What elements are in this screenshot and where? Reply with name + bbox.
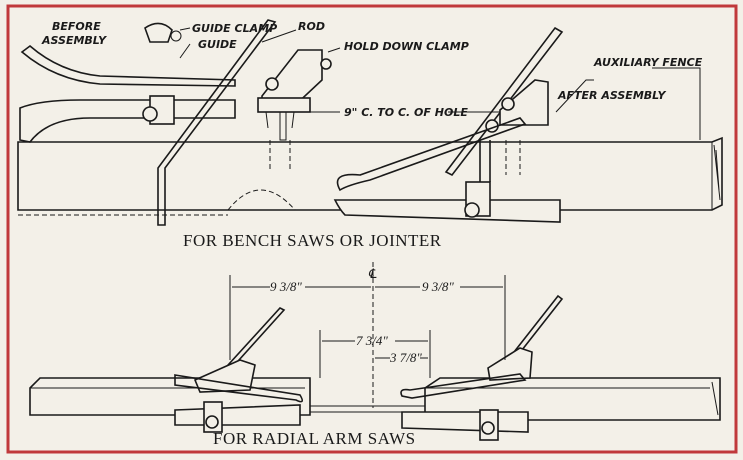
- dimension-lines: [229, 262, 506, 408]
- dim-right-outer: 9 3/8": [422, 279, 454, 294]
- red-border: [6, 4, 738, 454]
- label-assembly: ASSEMBLY: [41, 34, 107, 47]
- label-after-assembly: AFTER ASSEMBLY: [557, 89, 666, 102]
- caption-radial-arm-saws: FOR RADIAL ARM SAWS: [213, 429, 416, 448]
- leader-lines: [179, 27, 701, 140]
- guide-before-assembly: [19, 22, 236, 143]
- hold-down-clamp: [257, 49, 521, 175]
- label-before: BEFORE: [52, 20, 101, 33]
- dim-gap: 7 3/4": [356, 333, 388, 348]
- dim-left-outer: 9 3/8": [270, 279, 302, 294]
- radial-featherboard-left: [174, 307, 304, 433]
- after-assembly-featherboard: [333, 26, 564, 223]
- label-auxiliary-fence: AUXILIARY FENCE: [593, 56, 703, 69]
- centerline-symbol: ℄: [368, 266, 377, 281]
- rod: [157, 19, 277, 226]
- dim-half-gap: 3 7/8": [389, 350, 422, 365]
- caption-bench-saws: FOR BENCH SAWS OR JOINTER: [183, 231, 442, 250]
- label-guide: GUIDE: [198, 38, 237, 51]
- radial-featherboard-right: [400, 294, 564, 441]
- label-rod: ROD: [298, 20, 325, 33]
- radial-fences: [29, 377, 721, 421]
- bench-fence: [17, 136, 723, 216]
- label-hole-spacing: 9" C. TO C. OF HOLE: [344, 106, 468, 119]
- label-hold-down-clamp: HOLD DOWN CLAMP: [344, 40, 469, 53]
- label-guide-clamp: GUIDE CLAMP: [192, 22, 277, 35]
